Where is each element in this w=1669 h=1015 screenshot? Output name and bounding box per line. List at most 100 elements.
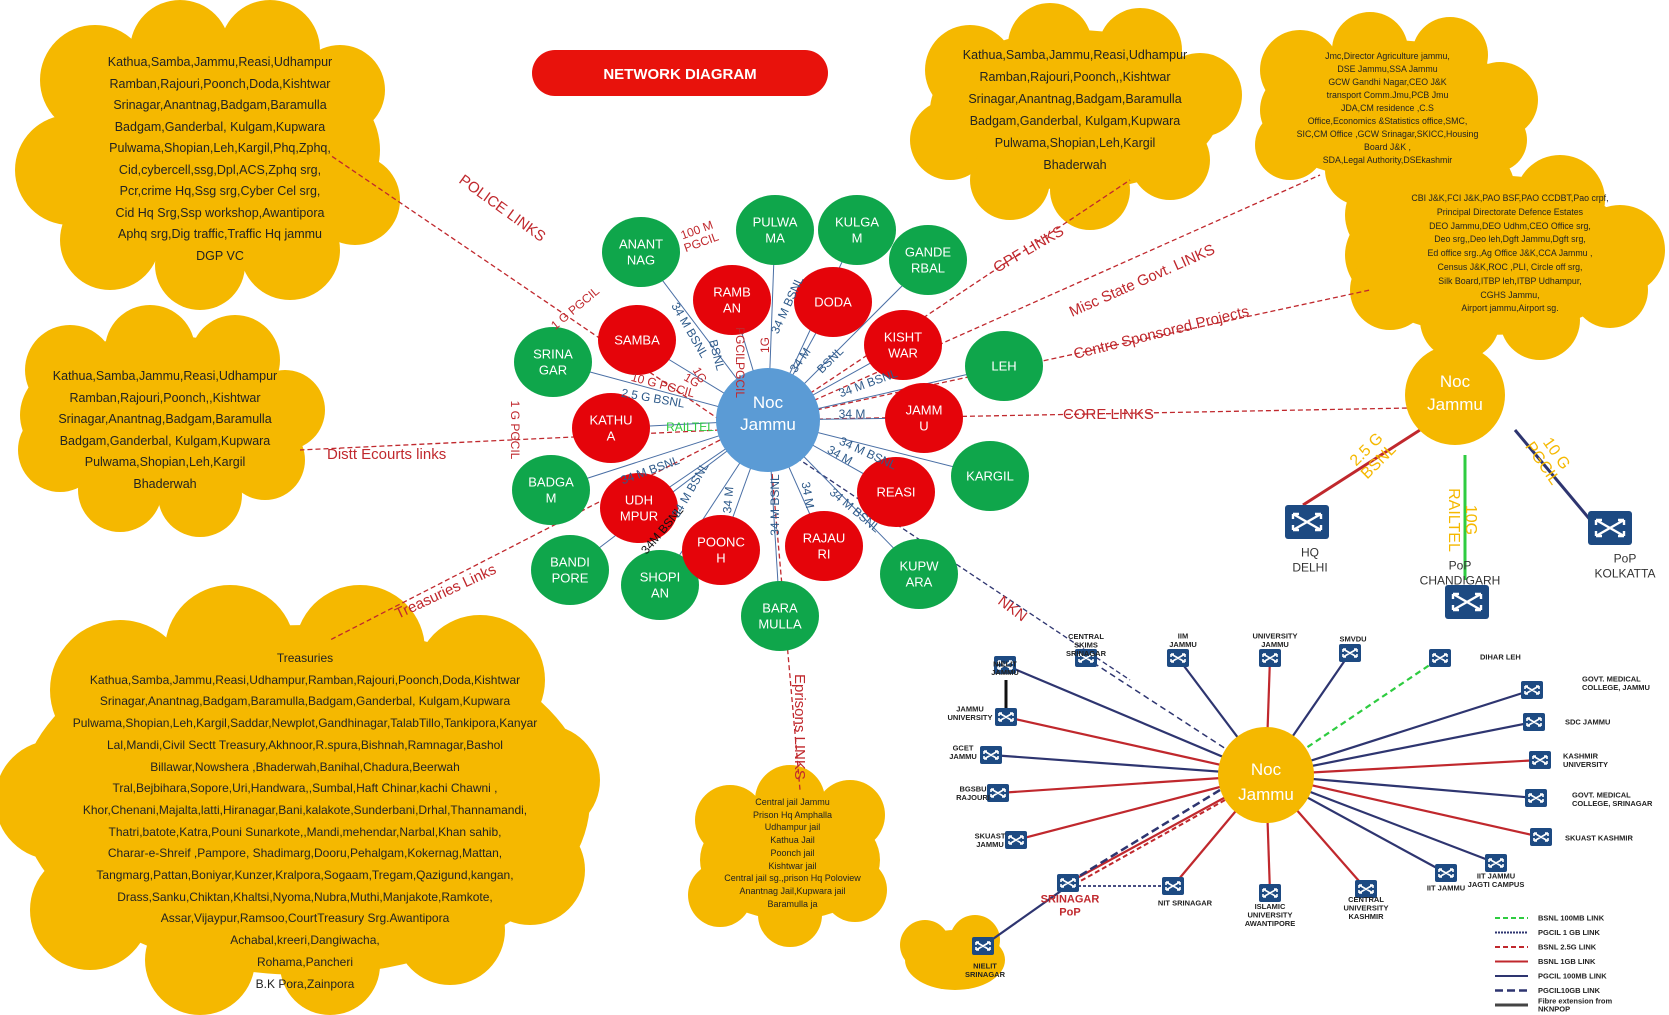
core-noc-jammu bbox=[1405, 345, 1505, 445]
spoke-label: 34 M bbox=[787, 345, 814, 375]
core-link-label: 10 GPGCIL bbox=[1521, 429, 1576, 488]
nkn-router-icon bbox=[1434, 863, 1458, 883]
treasuries-links-label: Treasuries Links bbox=[393, 561, 499, 623]
ecourts-cloud-text: Kathua,Samba,Jammu,Reasi,Udhampur Ramban… bbox=[52, 369, 278, 491]
nkn-router-icon bbox=[1258, 883, 1282, 903]
legend-label: PGCIL 1 GB LINK bbox=[1538, 928, 1601, 937]
spoke-label: 1 G PGCIL bbox=[548, 284, 602, 333]
cloud-ecourts bbox=[18, 305, 325, 537]
nkn-noc-jammu bbox=[1218, 727, 1314, 823]
district-node-label: KARGIL bbox=[966, 469, 1014, 484]
spoke-label: RAILTEL bbox=[666, 420, 714, 434]
nkn-link bbox=[1067, 799, 1226, 889]
spoke-label: BSNL bbox=[814, 344, 846, 376]
legend-label: PGCIL 100MB LINK bbox=[1538, 972, 1607, 981]
spoke-label: 34 M BSNL bbox=[768, 474, 782, 536]
core-links-label: CORE LINKS bbox=[1063, 406, 1154, 423]
district-node bbox=[693, 265, 771, 335]
gpf-links-label: GPF LINKS bbox=[991, 223, 1067, 277]
police-cloud-text: Kathua,Samba,Jammu,Reasi,Udhampur Ramban… bbox=[107, 55, 333, 263]
nkn-noc-label-2: Jammu bbox=[1238, 785, 1294, 804]
core-noc-label-2: Jammu bbox=[1427, 395, 1483, 414]
district-node-label: REASI bbox=[876, 485, 915, 500]
spoke-label: PGCIL bbox=[733, 327, 747, 363]
spoke-label: 1 G PGCIL bbox=[508, 401, 522, 460]
centre-cloud-text: CBI J&K,FCI J&K,PAO BSF,PAO CCDBT,Pao cr… bbox=[1411, 193, 1609, 314]
district-node bbox=[741, 581, 819, 651]
nkn-link bbox=[982, 885, 1069, 947]
service-links bbox=[299, 154, 1411, 791]
title-bar: NETWORK DIAGRAM bbox=[532, 50, 828, 96]
spoke-label: PGCIL bbox=[733, 362, 747, 398]
district-node bbox=[602, 217, 680, 287]
nkn-node-label: SMVDU bbox=[1339, 635, 1366, 644]
ecourts-links-label: Distt Ecourts links bbox=[327, 446, 446, 463]
noc-jammu-hub bbox=[716, 368, 820, 472]
prisons-links-label: Eprisons LINKS bbox=[791, 674, 808, 780]
nkn-node-label: SKUAST KASHMIR bbox=[1565, 834, 1634, 843]
spoke-label: 34 M bbox=[799, 481, 817, 510]
core-noc-label-1: Noc bbox=[1440, 372, 1471, 391]
nkn-router-icon bbox=[1258, 648, 1282, 668]
spoke-label: 1G bbox=[690, 365, 710, 386]
nkn-router-icon bbox=[1529, 827, 1553, 847]
district-node bbox=[965, 331, 1043, 401]
legend-label: BSNL 2.5G LINK bbox=[1538, 943, 1597, 952]
district-node bbox=[598, 305, 676, 375]
nkn-router-icon bbox=[1528, 750, 1552, 770]
nkn-node-label: NIT SRINAGAR bbox=[1158, 899, 1213, 908]
misc-links-label: Misc State Govt. LINKS bbox=[1067, 241, 1218, 321]
district-node bbox=[785, 511, 863, 581]
district-node bbox=[864, 310, 942, 380]
nkn-router-icon bbox=[979, 745, 1003, 765]
legend-label: BSNL 1GB LINK bbox=[1538, 957, 1596, 966]
prisons-cloud-text: Central jail Jammu Prison Hq Amphalla Ud… bbox=[724, 797, 861, 909]
nkn-node-label: IIT JAMMU bbox=[1427, 884, 1465, 893]
legend-label: PGCIL10GB LINK bbox=[1538, 986, 1601, 995]
nkn-node-label: DIHAR LEH bbox=[1480, 653, 1521, 662]
nkn-router-icon bbox=[1428, 648, 1452, 668]
spoke-label: BSNL bbox=[706, 338, 728, 372]
district-node bbox=[572, 393, 650, 463]
spoke-label: 100 MPGCIL bbox=[678, 217, 721, 255]
nkn-node-label: SDC JAMMU bbox=[1565, 718, 1610, 727]
gpf-cloud-text: Kathua,Samba,Jammu,Reasi,Udhampur Ramban… bbox=[962, 48, 1188, 172]
spoke-label: 34 M BSNL bbox=[837, 366, 900, 400]
district-node bbox=[682, 515, 760, 585]
district-node bbox=[889, 225, 967, 295]
hub-label-2: Jammu bbox=[740, 415, 796, 434]
cloud-prisons bbox=[688, 765, 887, 947]
district-node bbox=[512, 455, 590, 525]
nkn-router-icon bbox=[1520, 680, 1544, 700]
nkn-noc-label-1: Noc bbox=[1251, 760, 1282, 779]
district-node bbox=[736, 195, 814, 265]
nkn-router-icon bbox=[1524, 788, 1548, 808]
spoke-label: 34 M bbox=[839, 407, 866, 421]
nkn-router-icon bbox=[1004, 830, 1028, 850]
nkn-router-icon bbox=[986, 783, 1010, 803]
nkn-router-icon bbox=[1166, 648, 1190, 668]
district-node-label: SAMBA bbox=[614, 333, 660, 348]
